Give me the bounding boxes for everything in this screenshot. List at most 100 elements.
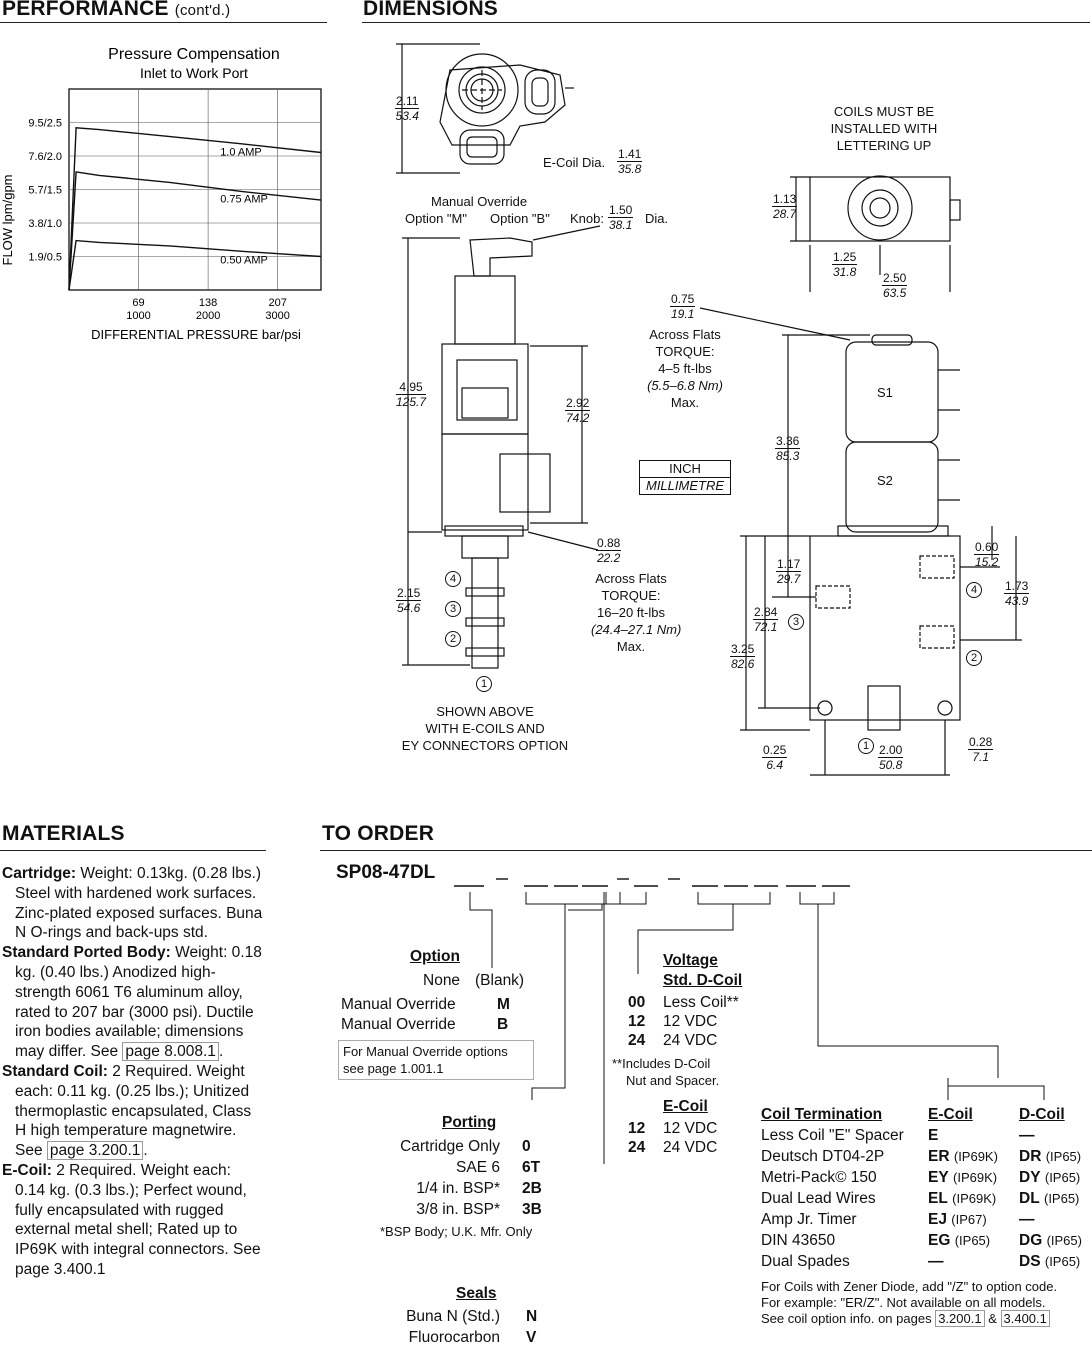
termination-label: Less Coil "E" Spacer xyxy=(761,1127,904,1144)
zener-page-link-2[interactable]: 3.400.1 xyxy=(1000,1310,1050,1327)
termination-ecoil-code: EL (IP69K) xyxy=(928,1188,996,1209)
coil-s2-label: S2 xyxy=(877,473,893,488)
port-4-body-marker: 4 xyxy=(966,580,982,598)
termination-dcoil-value: DS xyxy=(1019,1253,1041,1270)
top-view-drawing xyxy=(396,43,574,174)
dcoil-voltage-label: Less Coil** xyxy=(663,994,739,1011)
termination-label: Dual Lead Wires xyxy=(761,1190,876,1207)
termination-ecoil-value: ER xyxy=(928,1148,950,1165)
termination-dcoil-value: — xyxy=(1019,1211,1035,1228)
zener-note: For Coils with Zener Diode, add "/Z" to … xyxy=(761,1279,1058,1327)
option-m-code: M xyxy=(497,996,510,1013)
termination-dcoil-rating: (IP65) xyxy=(1044,1254,1081,1269)
body-assembly-drawing xyxy=(699,307,1022,776)
porting-option-label: SAE 6 xyxy=(456,1159,500,1176)
chart-y-tick-label: 9.5/2.5 xyxy=(28,118,62,130)
dcoil-voltage-label: 12 VDC xyxy=(663,1013,718,1030)
port-4-marker: 4 xyxy=(445,569,461,587)
materials-body: Standard Ported Body: Weight: 0.18 kg. (… xyxy=(2,944,262,1062)
chart-series-label: 1.0 AMP xyxy=(220,147,262,159)
performance-title: PERFORMANCE xyxy=(2,0,169,20)
dimensions-heading: DIMENSIONS xyxy=(363,0,499,20)
port-2-body-marker: 2 xyxy=(966,648,982,666)
termination-ecoil-value: — xyxy=(928,1253,944,1270)
termination-dcoil-rating: (IP65) xyxy=(1044,1170,1081,1185)
termination-ecoil-code: EY (IP69K) xyxy=(928,1167,997,1188)
chart-y-ticks: 9.5/2.5 7.6/2.0 5.7/1.5 3.8/1.0 1.9/0.5 xyxy=(28,118,62,264)
termination-dcoil-code: — xyxy=(1019,1125,1035,1146)
termination-dcoil-code: DL (IP65) xyxy=(1019,1188,1079,1209)
chart-y-tick-label: 7.6/2.0 xyxy=(28,151,62,163)
chart-y-tick-label: 3.8/1.0 xyxy=(28,218,62,230)
termination-ecoil-value: EG xyxy=(928,1232,951,1249)
pressure-compensation-chart: Pressure Compensation Inlet to Work Port… xyxy=(0,46,322,342)
termination-ecoil-code: E xyxy=(928,1125,938,1146)
termination-label: DIN 43650 xyxy=(761,1232,836,1249)
dcoil-voltage-code: 24 xyxy=(628,1032,646,1049)
unit-legend: INCH MILLIMETRE xyxy=(639,460,731,495)
seal-option-label: Fluorocarbon xyxy=(408,1329,500,1346)
materials-ecoil: E-Coil: 2 Required. Weight each: 0.14 kg… xyxy=(2,1161,261,1278)
cartridge-view-drawing xyxy=(402,225,601,669)
manual-override-label: Manual Override xyxy=(431,194,528,209)
order-code-diagram xyxy=(454,878,1045,1164)
termination-dcoil-value: DG xyxy=(1019,1232,1043,1249)
porting-option-code: 0 xyxy=(522,1138,531,1155)
ecoil-page-link[interactable]: See page 3.400.1 xyxy=(15,1241,261,1278)
zener-page-link-1[interactable]: 3.200.1 xyxy=(935,1310,985,1327)
materials-cartridge: Cartridge: Weight: 0.13kg. (0.28 lbs.) S… xyxy=(2,865,263,942)
coil-page-link[interactable]: page 3.200.1 xyxy=(46,1141,144,1161)
termination-ecoil-code: EJ (IP67) xyxy=(928,1209,987,1230)
termination-dcoil-code: — xyxy=(1019,1209,1035,1230)
chart-x-tick-psi: 3000 xyxy=(265,310,289,322)
chart-x-tick-psi: 1000 xyxy=(126,310,150,322)
chart-x-tick-bar: 69 xyxy=(132,297,144,309)
termination-dcoil-value: DL xyxy=(1019,1190,1040,1207)
porting-option-label: Cartridge Only xyxy=(400,1138,500,1155)
chart-y-tick-label: 5.7/1.5 xyxy=(28,185,62,197)
option-none: None xyxy=(423,972,461,989)
knob-label: Knob: xyxy=(570,211,604,226)
termination-dcoil-code: DY (IP65) xyxy=(1019,1167,1080,1188)
ecoil-voltage-code: 12 xyxy=(628,1120,646,1137)
ecoil-voltage-label: 24 VDC xyxy=(663,1139,718,1156)
chart-x-tick-bar: 207 xyxy=(268,297,286,309)
dcoil-voltage-code: 12 xyxy=(628,1013,646,1030)
termination-dcoil-code: DR (IP65) xyxy=(1019,1146,1081,1167)
porting-title: Porting xyxy=(442,1114,497,1131)
ecoil-voltage-label: 12 VDC xyxy=(663,1120,718,1137)
porting-option-code: 6T xyxy=(522,1159,541,1176)
body-page-link[interactable]: page 8.008.1 xyxy=(122,1042,219,1062)
model-code: SP08-47DL xyxy=(336,862,436,883)
chart-series-label: 0.50 AMP xyxy=(220,255,268,267)
term-ecoil-title: E-Coil xyxy=(928,1106,973,1123)
chart-y-tick-label: 1.9/0.5 xyxy=(28,252,62,264)
chart-title: Pressure Compensation xyxy=(108,46,280,63)
chart-series: 1.0 AMP 0.75 AMP 0.50 AMP xyxy=(68,127,322,291)
ecoil-voltage-code: 24 xyxy=(628,1139,646,1156)
chart-series-line xyxy=(68,239,322,291)
dimensions-drawing xyxy=(396,43,1022,776)
termination-label: Dual Spades xyxy=(761,1253,850,1270)
materials-text: Cartridge: Weight: 0.13kg. (0.28 lbs.) S… xyxy=(2,864,264,1280)
chart-series-label: 0.75 AMP xyxy=(220,194,268,206)
dcoil-voltage-label: 24 VDC xyxy=(663,1032,718,1049)
mo-option-m-label: Option "M" xyxy=(405,211,467,226)
chart-grid xyxy=(68,88,322,291)
port-1-body-marker: 1 xyxy=(858,736,874,754)
